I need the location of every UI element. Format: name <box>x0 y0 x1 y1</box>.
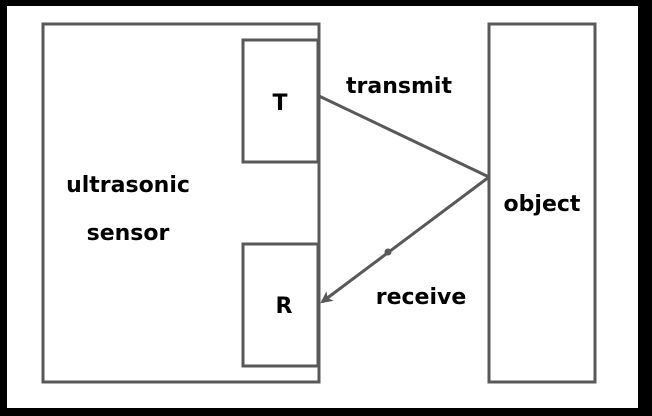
object-label: object <box>504 192 581 217</box>
transmit-label: transmit <box>346 74 452 99</box>
sensor-label-line1: ultrasonic <box>66 173 190 198</box>
receive-label: receive <box>376 285 467 310</box>
sensor-label-line2: sensor <box>87 221 170 246</box>
object-box <box>487 22 597 384</box>
receive-path-dot <box>384 248 392 256</box>
receiver-label: R <box>276 294 293 319</box>
receive-arrow <box>320 175 490 304</box>
sensor-box <box>41 22 321 384</box>
transmit-arrow <box>318 94 490 179</box>
diagram-canvas <box>7 6 638 408</box>
transmitter-label: T <box>272 91 287 116</box>
receiver-box <box>241 242 320 368</box>
transmitter-box <box>241 38 320 164</box>
